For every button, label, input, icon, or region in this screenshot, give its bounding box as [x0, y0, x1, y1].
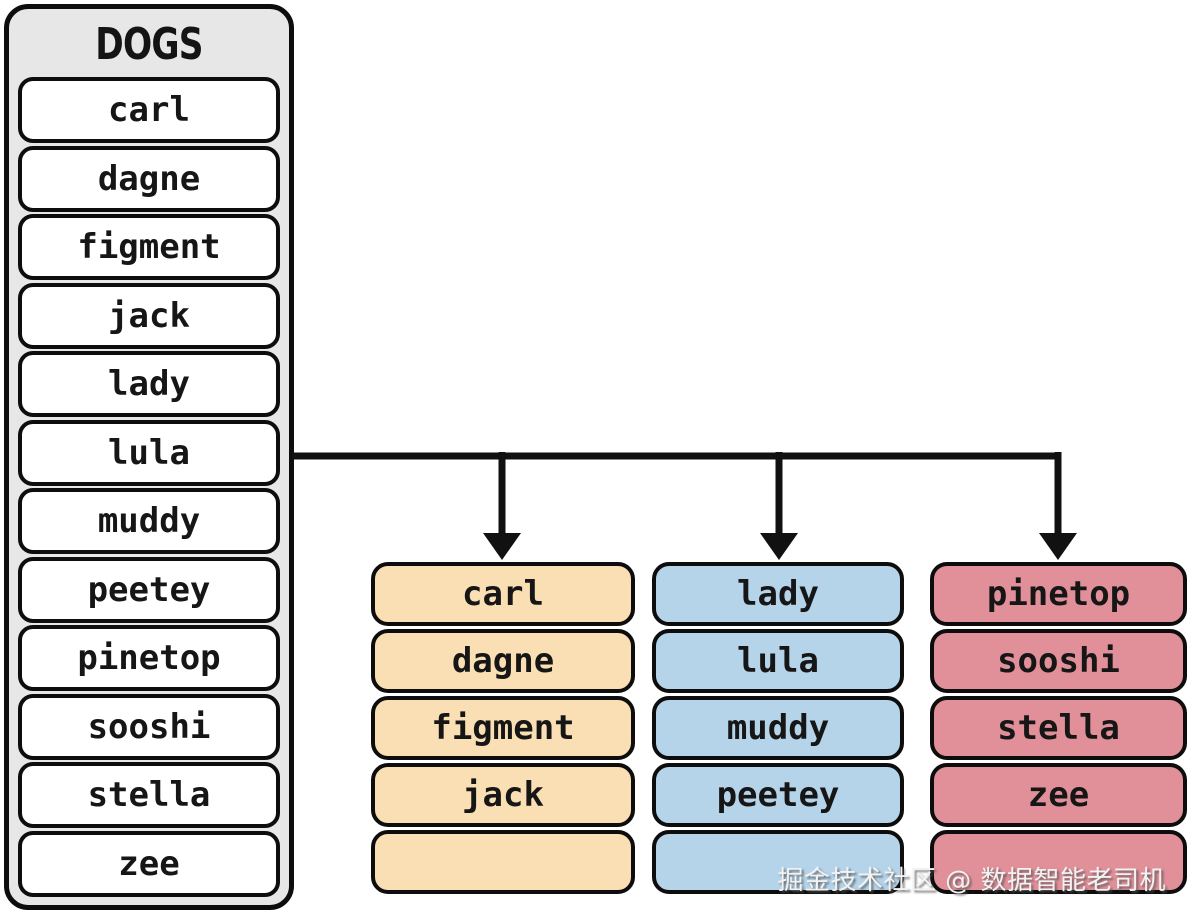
dogs-table: DOGS carl dagne figment jack lady lula m… — [4, 4, 294, 910]
partition-row: lula — [652, 629, 904, 693]
partition-row: jack — [371, 763, 635, 827]
table-row: jack — [18, 282, 280, 349]
arrow-down-icon — [483, 533, 521, 560]
watermark: 掘金技术社区 @ 数据智能老司机 — [777, 866, 1166, 896]
partition-column-3: pinetop sooshi stella zee — [930, 562, 1187, 897]
partition-row-empty — [930, 830, 1187, 894]
table-row: sooshi — [18, 693, 280, 760]
table-row: lula — [18, 419, 280, 486]
arrow-down-icon — [760, 533, 798, 560]
table-row: dagne — [18, 145, 280, 212]
table-title: DOGS — [95, 19, 203, 70]
partition-row: zee — [930, 763, 1187, 827]
partition-row: sooshi — [930, 629, 1187, 693]
table-row: pinetop — [18, 625, 280, 691]
partition-row: carl — [371, 562, 635, 626]
partition-column-1: carl dagne figment jack — [371, 562, 635, 897]
partition-column-2: lady lula muddy peetey — [652, 562, 904, 897]
partition-row: figment — [371, 696, 635, 760]
table-row: muddy — [18, 488, 280, 554]
partition-row: lady — [652, 562, 904, 626]
table-row: zee — [18, 830, 280, 897]
partition-row: dagne — [371, 629, 635, 693]
arrow-down-icon — [1039, 533, 1077, 560]
table-row: lady — [18, 351, 280, 417]
partition-row: muddy — [652, 696, 904, 760]
partition-row-empty — [371, 830, 635, 894]
table-row: carl — [18, 77, 280, 143]
table-row: peetey — [18, 556, 280, 623]
partition-row: stella — [930, 696, 1187, 760]
partition-row-empty — [652, 830, 904, 894]
partition-row: peetey — [652, 763, 904, 827]
table-row: stella — [18, 762, 280, 828]
table-row: figment — [18, 214, 280, 280]
partition-row: pinetop — [930, 562, 1187, 626]
